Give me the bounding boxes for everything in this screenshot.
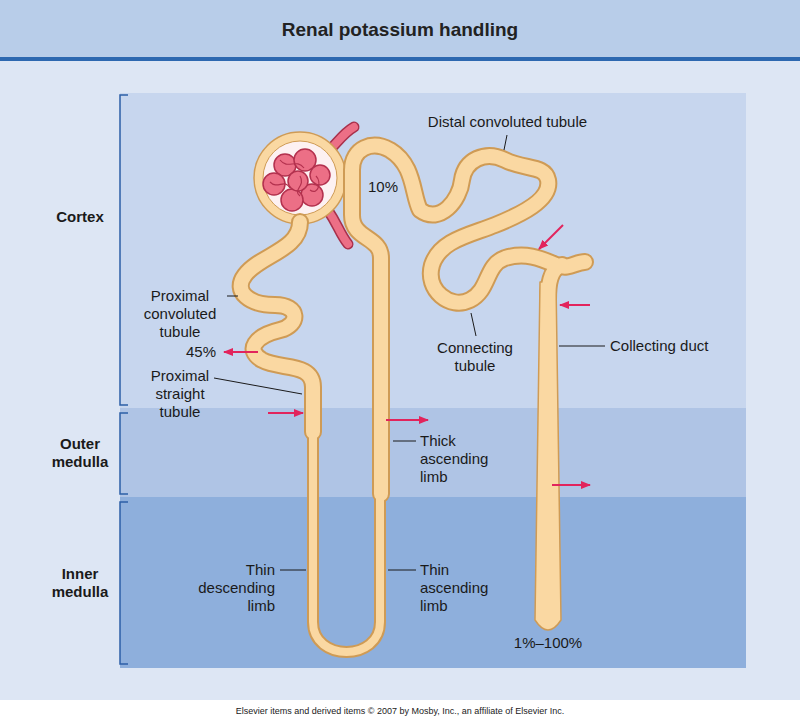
- part-label: Proximal straight tubule: [135, 367, 225, 421]
- collecting-duct: [535, 282, 561, 630]
- inner-medulla-zone: [120, 497, 746, 668]
- part-label: Collecting duct: [610, 337, 740, 355]
- title-rule: [0, 57, 800, 61]
- diagram-title: Renal potassium handling: [0, 18, 800, 42]
- percentage-label: 1%–100%: [488, 634, 608, 652]
- title-band: [0, 0, 800, 57]
- flux-arrows: [224, 225, 590, 485]
- zone-label: Inner medulla: [35, 565, 125, 601]
- part-label: Connecting tubule: [430, 339, 520, 375]
- part-label: Thin descending limb: [185, 561, 275, 615]
- percentage-label: 45%: [186, 343, 220, 361]
- part-label: Thin ascending limb: [420, 561, 505, 615]
- percentage-label: 10%: [368, 178, 404, 196]
- part-label: Proximal convoluted tubule: [135, 287, 225, 341]
- page-ground: [0, 0, 800, 700]
- footer-band: [0, 700, 800, 721]
- zone-label: Cortex: [35, 208, 125, 226]
- part-label: Distal convoluted tubule: [420, 113, 595, 131]
- outer-medulla-zone: [120, 408, 746, 497]
- zone-label: Outer medulla: [35, 435, 125, 471]
- copyright-caption: Elsevier items and derived items © 2007 …: [0, 705, 800, 717]
- zone-brackets: [120, 95, 128, 664]
- nephron-tubule: [241, 146, 585, 652]
- part-label: Thick ascending limb: [420, 432, 505, 486]
- leader-lines: [214, 135, 605, 570]
